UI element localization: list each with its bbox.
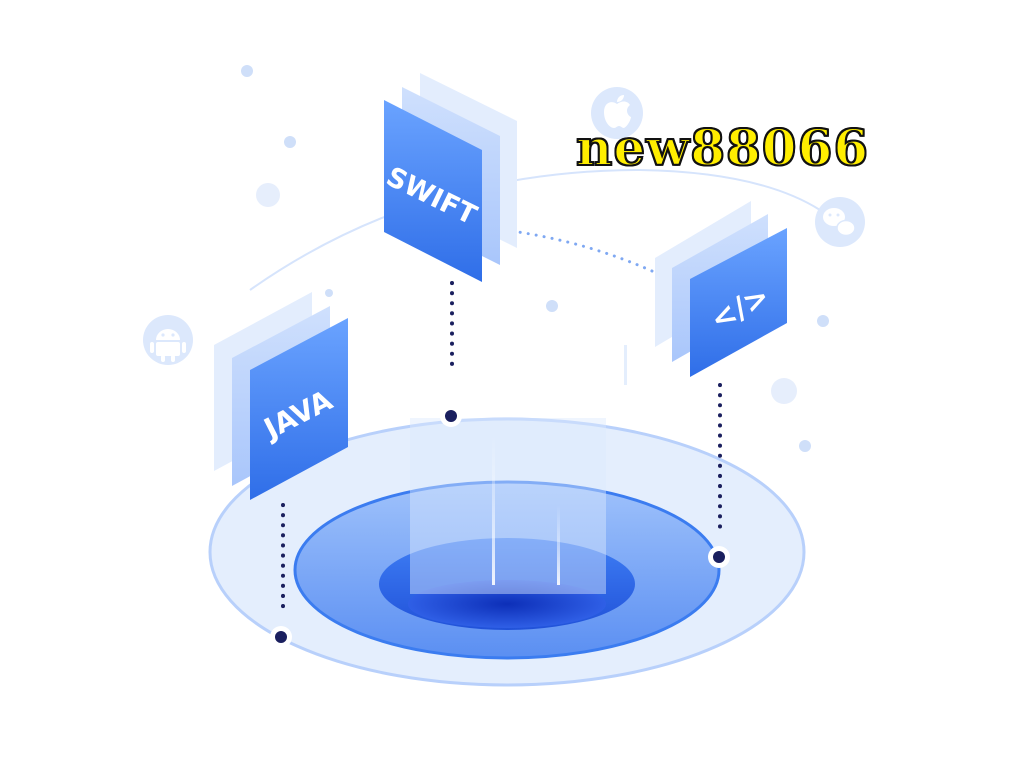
watermark-text: new88066 — [575, 117, 870, 178]
code-card: </> — [655, 201, 787, 377]
android-icon — [143, 315, 193, 365]
swift-card: SWIFT — [381, 73, 517, 282]
orbit-arc — [249, 168, 821, 291]
platform — [208, 345, 806, 687]
connector-nodes — [270, 405, 730, 648]
java-card: JAVA — [214, 292, 348, 500]
wechat-icon — [815, 197, 865, 247]
apple-icon — [591, 87, 643, 139]
